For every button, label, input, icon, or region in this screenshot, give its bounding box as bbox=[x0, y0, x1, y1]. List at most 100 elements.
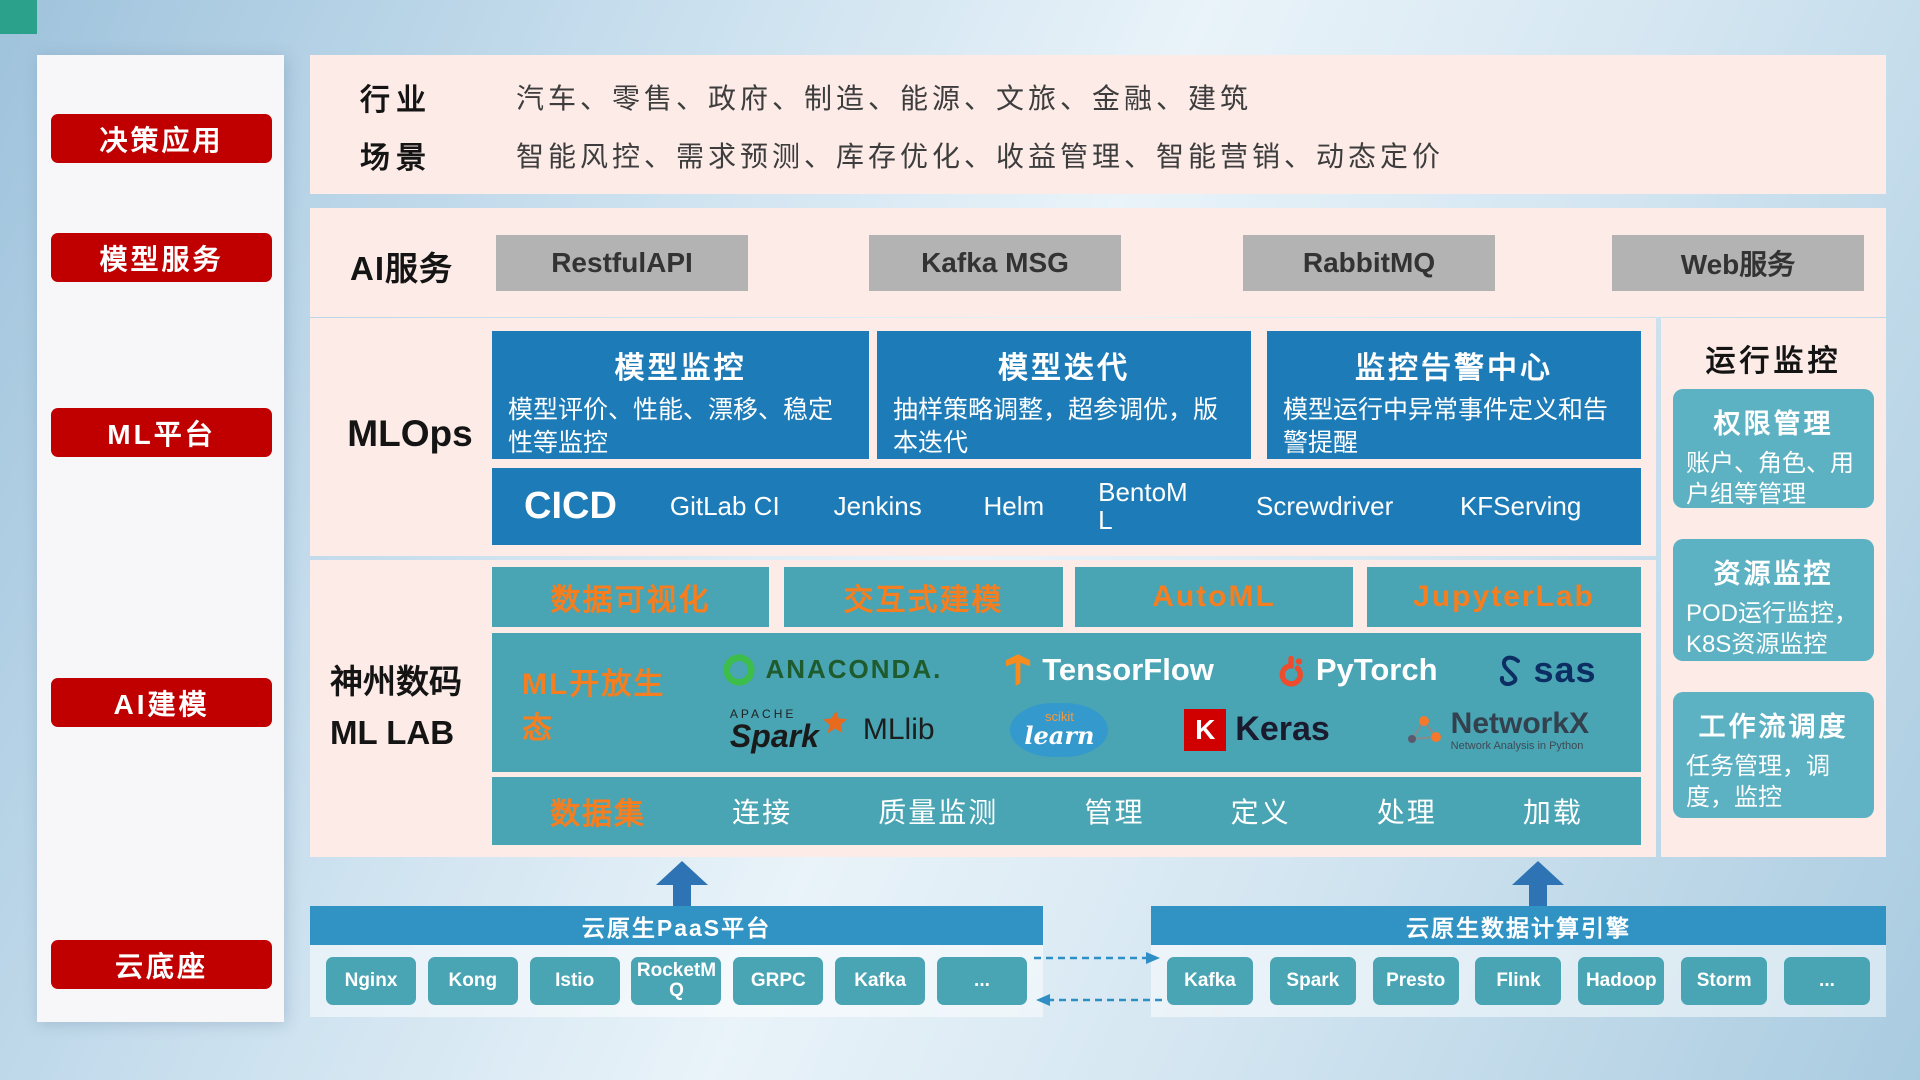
pytorch-icon bbox=[1279, 655, 1303, 686]
scikit-top-text: scikit bbox=[1044, 709, 1074, 725]
card-model-iteration: 模型迭代 抽样策略调整，超参调优，版本迭代 bbox=[877, 331, 1251, 459]
engine-item-storm[interactable]: Storm bbox=[1681, 957, 1768, 1005]
engine-item-spark[interactable]: Spark bbox=[1269, 957, 1356, 1005]
tool-box-jupyterlab[interactable]: JupyterLab bbox=[1367, 567, 1641, 627]
industry-text: 汽车、零售、政府、制造、能源、文旅、金融、建筑 bbox=[516, 83, 1253, 114]
networkx-text-stack: NetworkX Network Analysis in Python bbox=[1451, 707, 1589, 752]
paas-item-kafka[interactable]: Kafka bbox=[835, 957, 926, 1005]
networkx-text: NetworkX bbox=[1450, 706, 1590, 740]
paas-items-strip: Nginx Kong Istio RocketMQ GRPC Kafka ... bbox=[310, 945, 1043, 1017]
engine-item-flink[interactable]: Flink bbox=[1475, 957, 1562, 1005]
paas-title-bar: 云原生PaaS平台 bbox=[310, 906, 1043, 945]
engine-item-presto[interactable]: Presto bbox=[1372, 957, 1459, 1005]
paas-item-istio[interactable]: Istio bbox=[529, 957, 620, 1005]
mllib-text: MLlib bbox=[862, 712, 935, 746]
dataset-item-manage: 管理 bbox=[1084, 797, 1145, 828]
spark-mllib-logo: APACHE Spark MLlib bbox=[730, 708, 935, 752]
dataflow-arrows-icon bbox=[1034, 952, 1162, 1006]
mllab-panel: 神州数码 ML LAB 数据可视化 交互式建模 AutoML JupyterLa… bbox=[310, 560, 1656, 857]
dataset-item-load: 加载 bbox=[1522, 797, 1583, 828]
dataset-item-quality: 质量监测 bbox=[878, 797, 999, 828]
card-workflow-scheduling: 工作流调度 任务管理，调度，监控 bbox=[1673, 692, 1874, 818]
sas-icon bbox=[1500, 655, 1521, 686]
mllab-label: 神州数码 ML LAB bbox=[330, 656, 492, 758]
ecosystem-logos-row2: APACHE Spark MLlib scikit learn K bbox=[692, 702, 1627, 757]
service-button-rabbitmq[interactable]: RabbitMQ bbox=[1243, 235, 1495, 291]
arrow-stem bbox=[1529, 885, 1547, 906]
keras-icon: K bbox=[1184, 708, 1227, 751]
mlops-label: MLOps bbox=[347, 413, 473, 454]
business-panel: 行业 汽车、零售、政府、制造、能源、文旅、金融、建筑 场景 智能风控、需求预测、… bbox=[310, 55, 1886, 194]
sidebar-item-ai-modeling[interactable]: AI建模 bbox=[51, 678, 272, 727]
engine-item-kafka[interactable]: Kafka bbox=[1167, 957, 1253, 1005]
ai-service-label: AI服务 bbox=[350, 250, 453, 287]
engine-title-bar: 云原生数据计算引擎 bbox=[1151, 906, 1886, 945]
card-title: 模型监控 bbox=[614, 352, 747, 385]
tool-box-interactive-modeling[interactable]: 交互式建模 bbox=[784, 567, 1063, 627]
cicd-bar: CICD GitLab CI Jenkins Helm BentoML Scre… bbox=[492, 468, 1641, 545]
sidebar-item-cloud-base[interactable]: 云底座 bbox=[51, 940, 272, 989]
ecosystem-logos-row1: ANACONDA. TensorFlow PyTorch sas bbox=[692, 649, 1627, 691]
paas-item-more[interactable]: ... bbox=[936, 957, 1027, 1005]
sas-text: sas bbox=[1533, 648, 1597, 690]
anaconda-text: ANACONDA. bbox=[765, 654, 943, 684]
scikit-learn-logo: scikit learn bbox=[1010, 702, 1109, 757]
left-layer-rail: 决策应用 模型服务 ML平台 AI建模 云底座 bbox=[37, 55, 284, 1022]
card-title: 权限管理 bbox=[1713, 409, 1834, 439]
apache-text: APACHE bbox=[729, 706, 797, 721]
monitoring-panel: 运行监控 权限管理 账户、角色、用户组等管理 资源监控 POD运行监控，K8S资… bbox=[1661, 318, 1886, 857]
up-arrow-icon bbox=[656, 861, 708, 906]
dataset-item-define: 定义 bbox=[1230, 797, 1291, 828]
cicd-item-screwdriver: Screwdriver bbox=[1256, 490, 1394, 521]
cicd-items: GitLab CI Jenkins Helm BentoML Screwdriv… bbox=[643, 479, 1609, 534]
card-title: 监控告警中心 bbox=[1355, 352, 1553, 385]
engine-item-more[interactable]: ... bbox=[1783, 957, 1870, 1005]
spark-text-stack: APACHE Spark bbox=[730, 708, 819, 752]
cicd-item-kfserving: KFServing bbox=[1459, 490, 1582, 521]
sas-logo: sas bbox=[1498, 649, 1596, 691]
keras-logo: K Keras bbox=[1184, 708, 1330, 751]
arrow-head bbox=[656, 861, 708, 885]
card-model-monitoring: 模型监控 模型评价、性能、漂移、稳定性等监控 bbox=[492, 331, 869, 459]
networkx-icon bbox=[1407, 715, 1441, 743]
mllab-label-line2: ML LAB bbox=[330, 714, 455, 752]
scenario-label: 场景 bbox=[360, 142, 432, 175]
sidebar-item-model-services[interactable]: 模型服务 bbox=[51, 233, 272, 282]
ecosystem-logos: ANACONDA. TensorFlow PyTorch sas bbox=[692, 649, 1641, 757]
sidebar-item-ml-platform[interactable]: ML平台 bbox=[51, 408, 272, 457]
card-desc: POD运行监控，K8S资源监控 bbox=[1686, 600, 1859, 658]
networkx-subtitle: Network Analysis in Python bbox=[1450, 739, 1584, 752]
card-desc: 抽样策略调整，超参调优，版本迭代 bbox=[893, 396, 1219, 457]
service-button-restfulapi[interactable]: RestfulAPI bbox=[496, 235, 748, 291]
engine-item-hadoop[interactable]: Hadoop bbox=[1578, 957, 1665, 1005]
sidebar-item-decision-apps[interactable]: 决策应用 bbox=[51, 114, 272, 163]
card-desc: 任务管理，调度，监控 bbox=[1686, 753, 1830, 811]
card-desc: 模型运行中异常事件定义和告警提醒 bbox=[1283, 396, 1609, 457]
service-button-web[interactable]: Web服务 bbox=[1612, 235, 1864, 291]
cicd-item-jenkins: Jenkins bbox=[833, 490, 922, 521]
anaconda-icon bbox=[723, 653, 756, 686]
paas-item-rocketmq[interactable]: RocketMQ bbox=[631, 957, 722, 1005]
card-title: 资源监控 bbox=[1713, 559, 1834, 589]
tool-box-data-visualization[interactable]: 数据可视化 bbox=[492, 567, 769, 627]
industry-row: 行业 汽车、零售、政府、制造、能源、文旅、金融、建筑 bbox=[360, 79, 1253, 117]
spark-text: Spark bbox=[729, 717, 819, 754]
mlops-panel: MLOps 模型监控 模型评价、性能、漂移、稳定性等监控 模型迭代 抽样策略调整… bbox=[310, 318, 1656, 556]
card-title: 工作流调度 bbox=[1698, 712, 1849, 742]
scenario-row: 场景 智能风控、需求预测、库存优化、收益管理、智能营销、动态定价 bbox=[360, 137, 1444, 175]
dataset-label: 数据集 bbox=[550, 798, 646, 831]
scikit-learn-icon: scikit learn bbox=[1010, 702, 1109, 757]
cicd-item-bentoml: BentoML bbox=[1098, 477, 1188, 535]
tool-box-automl[interactable]: AutoML bbox=[1075, 567, 1353, 627]
card-title: 模型迭代 bbox=[998, 352, 1130, 385]
ai-service-panel: AI服务 RestfulAPI Kafka MSG RabbitMQ Web服务 bbox=[310, 208, 1886, 317]
dataset-item-connect: 连接 bbox=[732, 797, 793, 828]
paas-item-kong[interactable]: Kong bbox=[427, 957, 518, 1005]
service-button-kafka-msg[interactable]: Kafka MSG bbox=[869, 235, 1121, 291]
card-alert-center: 监控告警中心 模型运行中异常事件定义和告警提醒 bbox=[1267, 331, 1641, 459]
paas-item-grpc[interactable]: GRPC bbox=[733, 957, 824, 1005]
tensorflow-icon bbox=[1006, 653, 1031, 686]
pytorch-logo: PyTorch bbox=[1275, 652, 1438, 688]
paas-item-nginx[interactable]: Nginx bbox=[326, 957, 416, 1005]
